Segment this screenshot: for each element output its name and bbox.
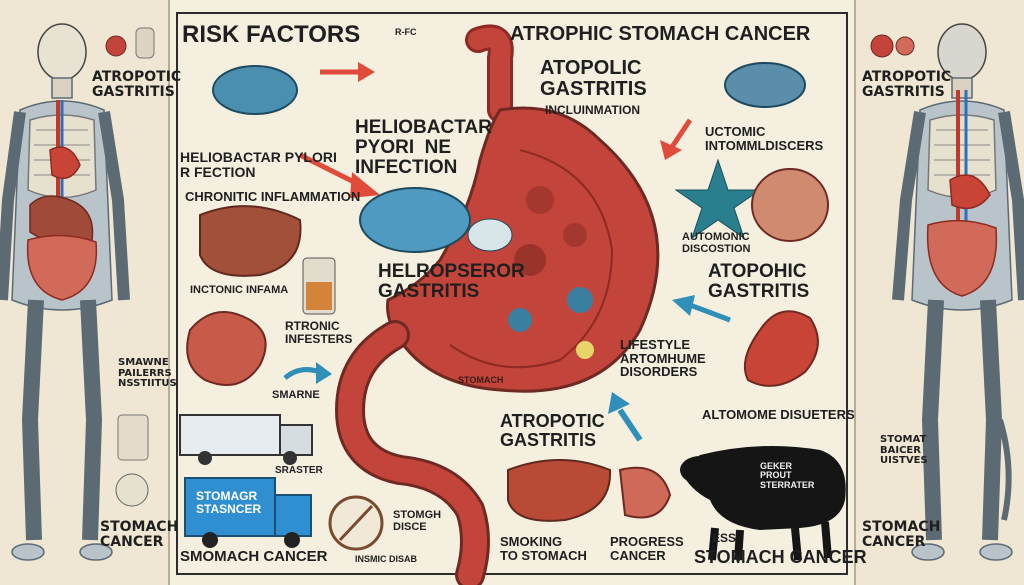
right-organ-icon (870, 34, 894, 58)
sraster-label: SRASTER (275, 465, 323, 476)
bacteria-icon-top-right (724, 62, 806, 108)
stomach-disc-label: STOMGH DISCE (393, 509, 442, 533)
kidney-icon (618, 466, 672, 519)
blue-arrow-right (689, 302, 731, 323)
left-human-figure-icon (0, 23, 130, 561)
bacteria-small-icon (467, 218, 513, 252)
right-atrophic-gastritis-label: ATROPOTIC GASTRITIS (862, 69, 952, 100)
right-side-label: STOMAT BAICER UISTVES (880, 434, 928, 466)
truck-stomach-label: STOMAGR STASNCER (196, 489, 262, 516)
intestinal-disorders-label: UCTOMIC INTOMMLDISCERS (705, 124, 824, 153)
left-dish-icon (115, 473, 149, 507)
right-human-figure-icon (892, 23, 1024, 561)
truck-icon-top (179, 414, 313, 465)
liver-bottom-icon (507, 459, 612, 522)
blue-arrow-left (283, 367, 321, 380)
bacteria-icon-top-left (212, 65, 298, 115)
ess-label: ESS (712, 531, 737, 545)
risk-factors-title: RISK FACTORS (182, 21, 361, 48)
left-atrophic-gastritis-label: ATROPOTIC GASTRITIS (92, 69, 182, 100)
cow-icon (680, 446, 846, 561)
small-tag-label: R-FC (395, 27, 417, 37)
left-organ-icon (105, 35, 127, 57)
rtronic-label: RTRONIC INFESTERS (285, 319, 353, 346)
smarne-label: SMARNE (272, 389, 320, 401)
pancreas-organ-icon (751, 168, 829, 242)
lifestyle-label: LIFESTYLE ARTOMHUME DISORDERS (620, 337, 706, 380)
smomach-cancer-label: SMOMACH CANCER (180, 548, 328, 565)
helicobacter-left-label: HELIOBACTAR PYLORI R FECTION (180, 149, 337, 180)
autoimmune-discussion-label: AUTOMONIC DISCOSTION (682, 231, 751, 255)
left-smaller-label: SMAWNE PAILERRS NSSTIITUS (118, 357, 177, 389)
progress-label: PROGRESS CANCER (610, 534, 684, 563)
atopic-gastritis-top-label: ATOPOLIC GASTRITIS (540, 57, 647, 100)
bacteria-cluster-icon (359, 187, 471, 253)
star-icon (674, 158, 762, 240)
altomome-label: ALTOMOME DISUETERS (702, 407, 855, 422)
atropotic-gastritis-label: ATROPOTIC GASTRITIS (500, 411, 605, 450)
truck-icon-bottom (184, 477, 312, 548)
right-stomach-cancer-label: STOMACH CANCER (862, 519, 941, 550)
helicobacter-center-label: HELIOBACTAR PYORI NE INFECTION (355, 117, 492, 178)
left-jar-icon (117, 414, 149, 461)
smoking-label: SMOKING TO STOMACH (500, 534, 587, 563)
chronic-inflammation-label: CHRONITIC INFLAMMATION (185, 189, 361, 204)
right-tube-icon (997, 419, 1012, 521)
left-bottle-icon (135, 27, 155, 59)
red-arrow-middle (298, 152, 362, 188)
liver-icon (199, 205, 302, 277)
stomach-cancer-bottom-right-label: STOMACH CANCER (694, 547, 867, 567)
cow-text-label: GEKER PROUT STERRATER (760, 461, 815, 490)
main-title: ATROPHIC STOMACH CANCER (510, 23, 811, 45)
inflammation-label: INCLUINMATION (545, 103, 641, 117)
helro-gastritis-label: HELROPSEROR GASTRITIS (378, 261, 525, 302)
right-organ-icon-2 (895, 36, 915, 56)
blue-arrow-bottom (617, 408, 643, 442)
right-stomach-icon (744, 310, 819, 387)
left-stomach-cancer-label: STOMACH CANCER (100, 519, 179, 550)
intestine-icon (186, 311, 267, 386)
red-arrow-right (667, 118, 693, 152)
inchronic-label: INCTONIC INFAMA (190, 284, 289, 296)
stomach-disc-sub-label: INSMIC DISAB (355, 554, 418, 564)
stomach-organ-label: STOMACH (458, 375, 504, 385)
atopic-gastritis-right-label: ATOPOHIC GASTRITIS (708, 261, 810, 302)
stomach-illustration-icon (334, 24, 660, 585)
